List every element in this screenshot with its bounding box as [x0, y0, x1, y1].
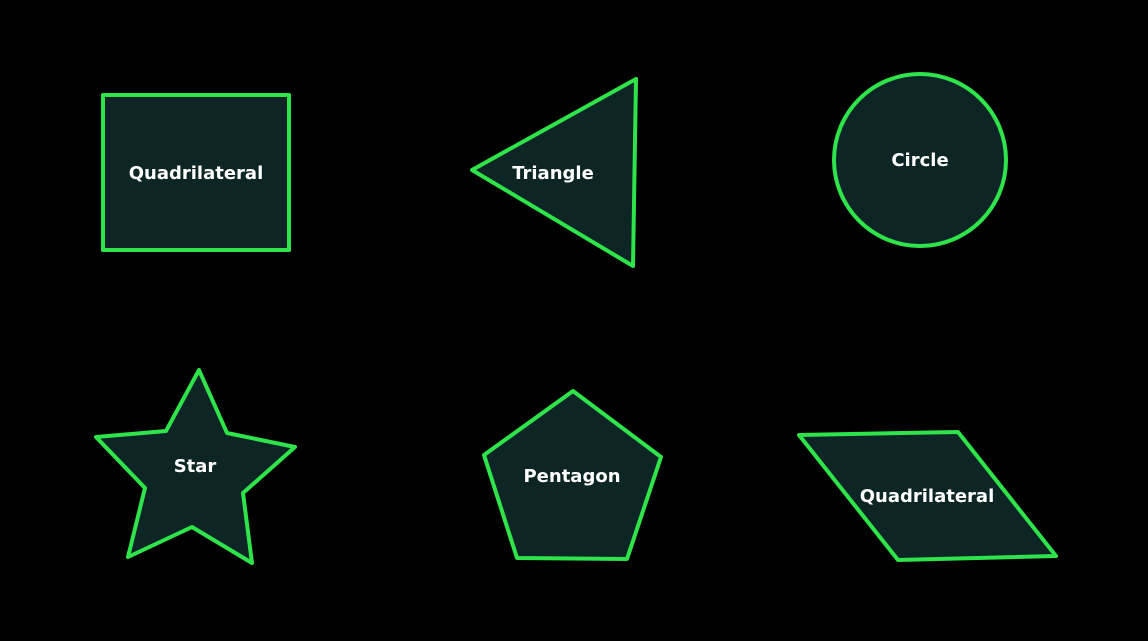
circle-outline — [832, 72, 1008, 248]
shape-pentagon: Pentagon — [482, 389, 663, 561]
circle-label: Circle — [891, 150, 948, 171]
shape-circle: Circle — [832, 72, 1008, 248]
shape-triangle: Triangle — [470, 77, 638, 268]
pentagon-outline — [482, 389, 663, 561]
rectangle-outline — [101, 93, 291, 252]
shape-star: Star — [94, 368, 297, 565]
triangle-outline — [470, 77, 638, 268]
star-label: Star — [174, 456, 217, 477]
rectangle-label: Quadrilateral — [129, 163, 264, 184]
parallelogram-label: Quadrilateral — [860, 486, 995, 507]
shape-rectangle: Quadrilateral — [101, 93, 291, 252]
star-outline — [94, 368, 297, 565]
shape-parallelogram: Quadrilateral — [797, 430, 1058, 562]
triangle-label: Triangle — [512, 163, 594, 184]
parallelogram-outline — [797, 430, 1058, 562]
pentagon-label: Pentagon — [523, 466, 620, 487]
